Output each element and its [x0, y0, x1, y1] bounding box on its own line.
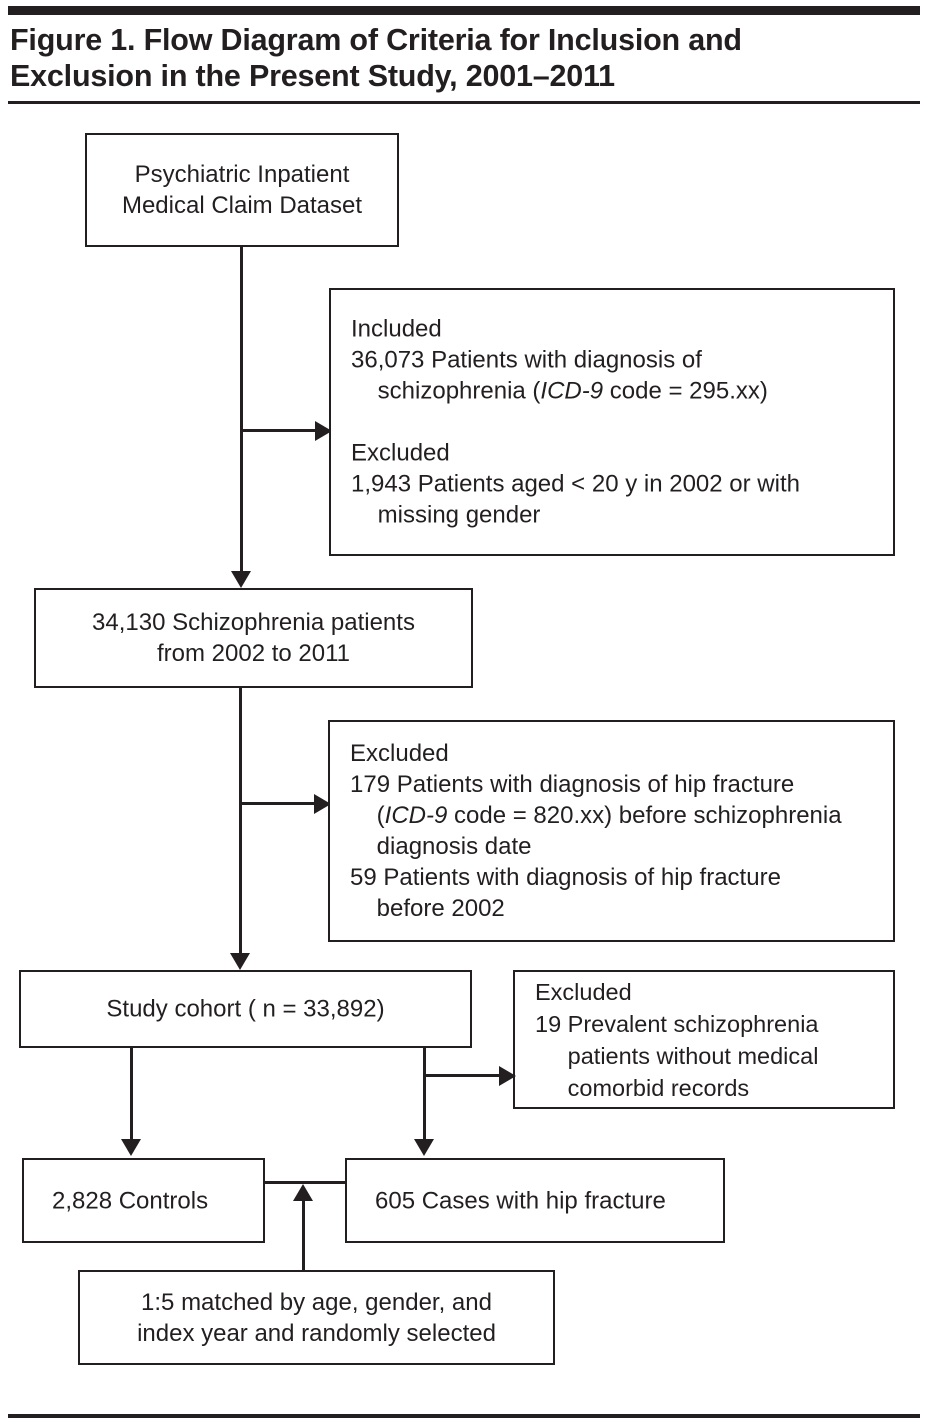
- excluded-prevalent-heading: Excluded: [535, 978, 632, 1005]
- excluded-hip-heading: Excluded: [350, 740, 449, 767]
- node-excluded-prevalent: Excluded 19 Prevalent schizophrenia pati…: [513, 970, 895, 1109]
- node-cases: 605 Cases with hip fracture: [345, 1158, 725, 1243]
- node-cohort-line-2: from 2002 to 2011: [156, 640, 351, 667]
- arrowhead-matching-to-link: [293, 1184, 313, 1201]
- title-underline-rule: [8, 101, 920, 104]
- node-study-cohort-line-1: Study cohort ( n = 33,892): [106, 995, 385, 1023]
- arrowhead-dataset-to-cohort: [231, 571, 251, 588]
- excluded-line-1: 1,943 Patients aged < 20 y in 2002 or wi…: [351, 470, 800, 498]
- node-matching-rule: 1:5 matched by age, gender, and index ye…: [78, 1270, 555, 1365]
- figure-title-line-1: Figure 1. Flow Diagram of Criteria for I…: [10, 23, 742, 57]
- arrowhead-to-excluded-hip: [314, 794, 331, 814]
- excluded-prevalent-line-1: 19 Prevalent schizophrenia: [535, 1010, 819, 1037]
- connector-controls-cases-link: [263, 1181, 347, 1184]
- excluded-hip-line-2-prefix: (: [350, 802, 385, 829]
- connector-matching-to-link: [302, 1190, 305, 1272]
- node-dataset: Psychiatric Inpatient Medical Claim Data…: [85, 133, 399, 247]
- top-rule: [8, 6, 920, 15]
- node-controls: 2,828 Controls: [22, 1158, 265, 1243]
- node-dataset-line-1: Psychiatric Inpatient: [134, 161, 350, 188]
- bottom-rule: [8, 1414, 920, 1418]
- node-study-cohort: Study cohort ( n = 33,892): [19, 970, 472, 1048]
- node-included-excluded: Included 36,073 Patients with diagnosis …: [329, 288, 895, 556]
- connector-trunk-to-included-excluded: [240, 429, 324, 432]
- arrowhead-study-to-cases: [414, 1139, 434, 1156]
- node-dataset-line-2: Medical Claim Dataset: [121, 192, 363, 219]
- node-cohort-2002-2011: 34,130 Schizophrenia patients from 2002 …: [34, 588, 473, 688]
- included-line-2: schizophrenia (ICD-9 code = 295.xx): [351, 376, 893, 407]
- icd9-code-label: ICD-9: [540, 377, 604, 405]
- excluded-heading: Excluded: [351, 439, 450, 467]
- excluded-hip-line-4: 59 Patients with diagnosis of hip fractu…: [350, 864, 781, 891]
- connector-study-to-cases: [423, 1048, 426, 1143]
- excluded-hip-line-2: (ICD-9 code = 820.xx) before schizophren…: [350, 800, 893, 831]
- node-controls-line-1: 2,828 Controls: [52, 1187, 209, 1214]
- node-cases-line-1: 605 Cases with hip fracture: [375, 1187, 666, 1214]
- figure-title-line-2: Exclusion in the Present Study, 2001–201…: [10, 59, 615, 93]
- connector-study-to-controls: [130, 1048, 133, 1143]
- arrowhead-study-to-controls: [121, 1139, 141, 1156]
- excluded-prevalent-line-3: comorbid records: [535, 1074, 750, 1101]
- arrowhead-to-excluded-prevalent: [499, 1066, 516, 1086]
- paragraph-spacer: [351, 407, 893, 438]
- excluded-hip-line-5: before 2002: [350, 895, 505, 922]
- node-excluded-hip-fracture: Excluded 179 Patients with diagnosis of …: [328, 720, 895, 942]
- excluded-line-2: missing gender: [351, 501, 541, 529]
- node-matching-line-1: 1:5 matched by age, gender, and: [141, 1288, 492, 1316]
- excluded-prevalent-line-2: patients without medical: [535, 1042, 819, 1069]
- connector-dataset-to-cohort: [240, 247, 243, 581]
- arrowhead-to-included-excluded: [315, 421, 332, 441]
- included-line-2-suffix: code = 295.xx): [603, 377, 768, 405]
- included-line-2-prefix: schizophrenia (: [351, 377, 541, 405]
- node-cohort-line-1: 34,130 Schizophrenia patients: [92, 609, 415, 636]
- arrowhead-cohort-to-study: [230, 953, 250, 970]
- connector-cohort-to-study: [239, 688, 242, 963]
- figure-title: Figure 1. Flow Diagram of Criteria for I…: [10, 22, 910, 94]
- connector-trunk-to-excluded-hip: [239, 802, 323, 805]
- excluded-hip-line-1: 179 Patients with diagnosis of hip fract…: [350, 771, 795, 798]
- excluded-hip-line-2-suffix: code = 820.xx) before schizophrenia: [447, 802, 842, 829]
- excluded-hip-line-3: diagnosis date: [350, 833, 532, 860]
- included-heading: Included: [351, 315, 442, 343]
- node-matching-line-2: index year and randomly selected: [137, 1319, 496, 1347]
- icd9-code-label-hip: ICD-9: [384, 802, 448, 829]
- included-line-1: 36,073 Patients with diagnosis of: [351, 346, 702, 374]
- connector-study-to-excluded-prevalent: [423, 1074, 507, 1077]
